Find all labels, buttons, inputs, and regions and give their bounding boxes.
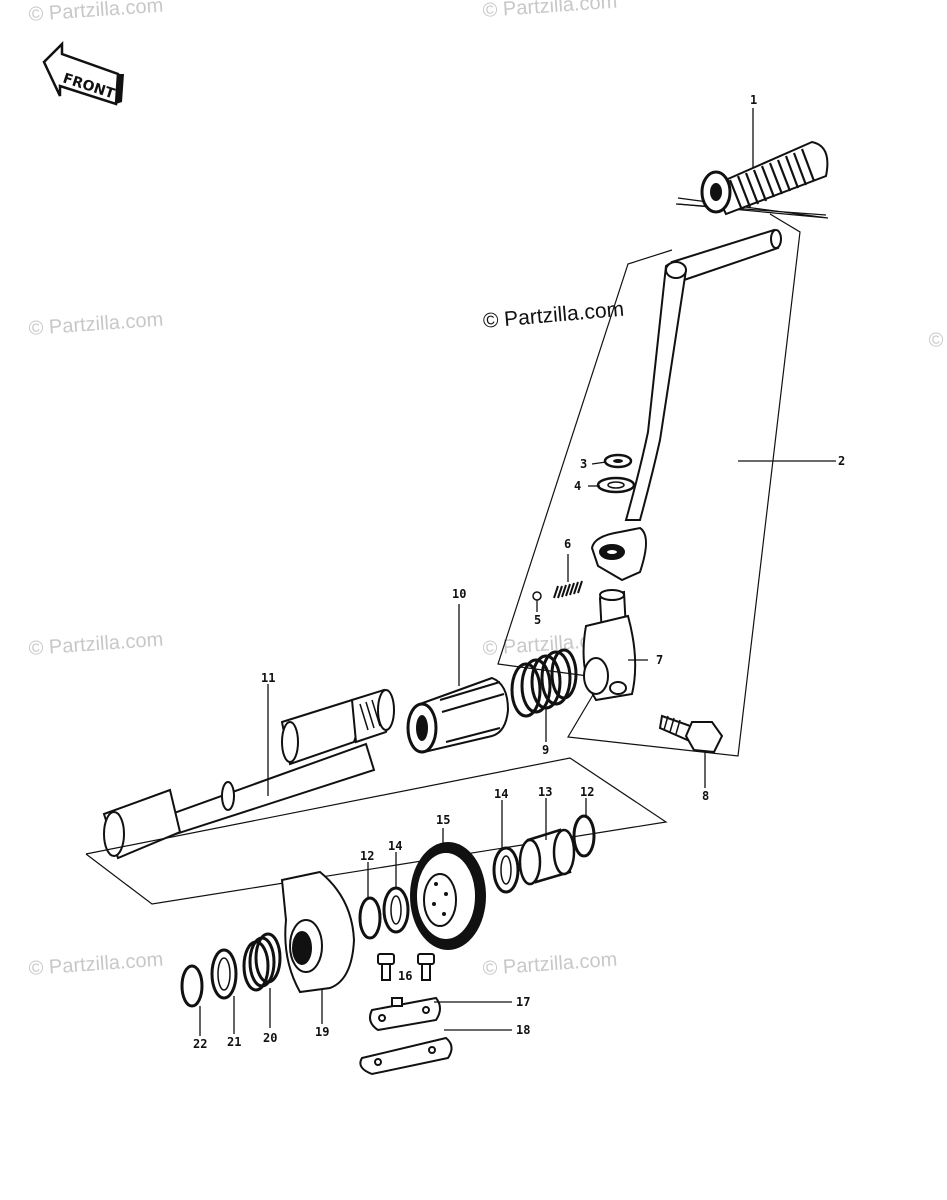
callout-1: 1 [750, 93, 758, 107]
callout-5: 5 [534, 613, 542, 627]
kick-pedal-rubber [700, 140, 829, 216]
circlip [180, 964, 204, 1008]
front-arrow-icon: FRONT [42, 40, 124, 106]
callout-3: 3 [580, 457, 588, 471]
spring-guide-sleeve [406, 676, 510, 754]
callout-2: 2 [838, 454, 846, 468]
callout-19: 19 [315, 1025, 330, 1039]
washer [382, 886, 410, 934]
kick-pedal-arm [590, 228, 782, 582]
circlip [358, 896, 382, 940]
collar [518, 828, 576, 886]
callout-13: 13 [538, 785, 553, 799]
spring-small [553, 580, 583, 599]
bolt [377, 953, 435, 981]
kick-pedal-boss [582, 589, 637, 702]
kick-shaft [102, 688, 395, 860]
bolt [658, 714, 724, 754]
callout-7: 7 [656, 653, 664, 667]
ratchet [280, 870, 356, 994]
washer [596, 476, 636, 494]
callout-8: 8 [702, 789, 710, 803]
callout-20: 20 [263, 1031, 278, 1045]
plate [369, 996, 441, 1032]
kick-spring [510, 648, 578, 718]
leader-lines [199, 108, 836, 1036]
circlip [572, 814, 596, 858]
callout-17: 17 [516, 995, 531, 1009]
kick-gear [410, 842, 486, 950]
callout-12: 12 [580, 785, 595, 799]
plate [359, 1036, 453, 1076]
callout-4: 4 [574, 479, 582, 493]
washer [210, 948, 238, 1000]
washer [492, 846, 520, 894]
callout-9: 9 [542, 743, 550, 757]
gear-group-outline [85, 757, 668, 905]
callout-14: 14 [494, 787, 509, 801]
callout-6: 6 [564, 537, 572, 551]
callout-16: 16 [398, 969, 413, 983]
callout-15: 15 [436, 813, 451, 827]
callout-18: 18 [516, 1023, 531, 1037]
callout-11: 11 [261, 671, 276, 685]
callout-10: 10 [452, 587, 467, 601]
callout-12: 12 [360, 849, 375, 863]
ball [532, 591, 542, 601]
callout-21: 21 [227, 1035, 242, 1049]
callout-14: 14 [388, 839, 403, 853]
callout-22: 22 [193, 1037, 208, 1051]
circlip [603, 453, 633, 469]
ratchet-spring [242, 932, 282, 992]
